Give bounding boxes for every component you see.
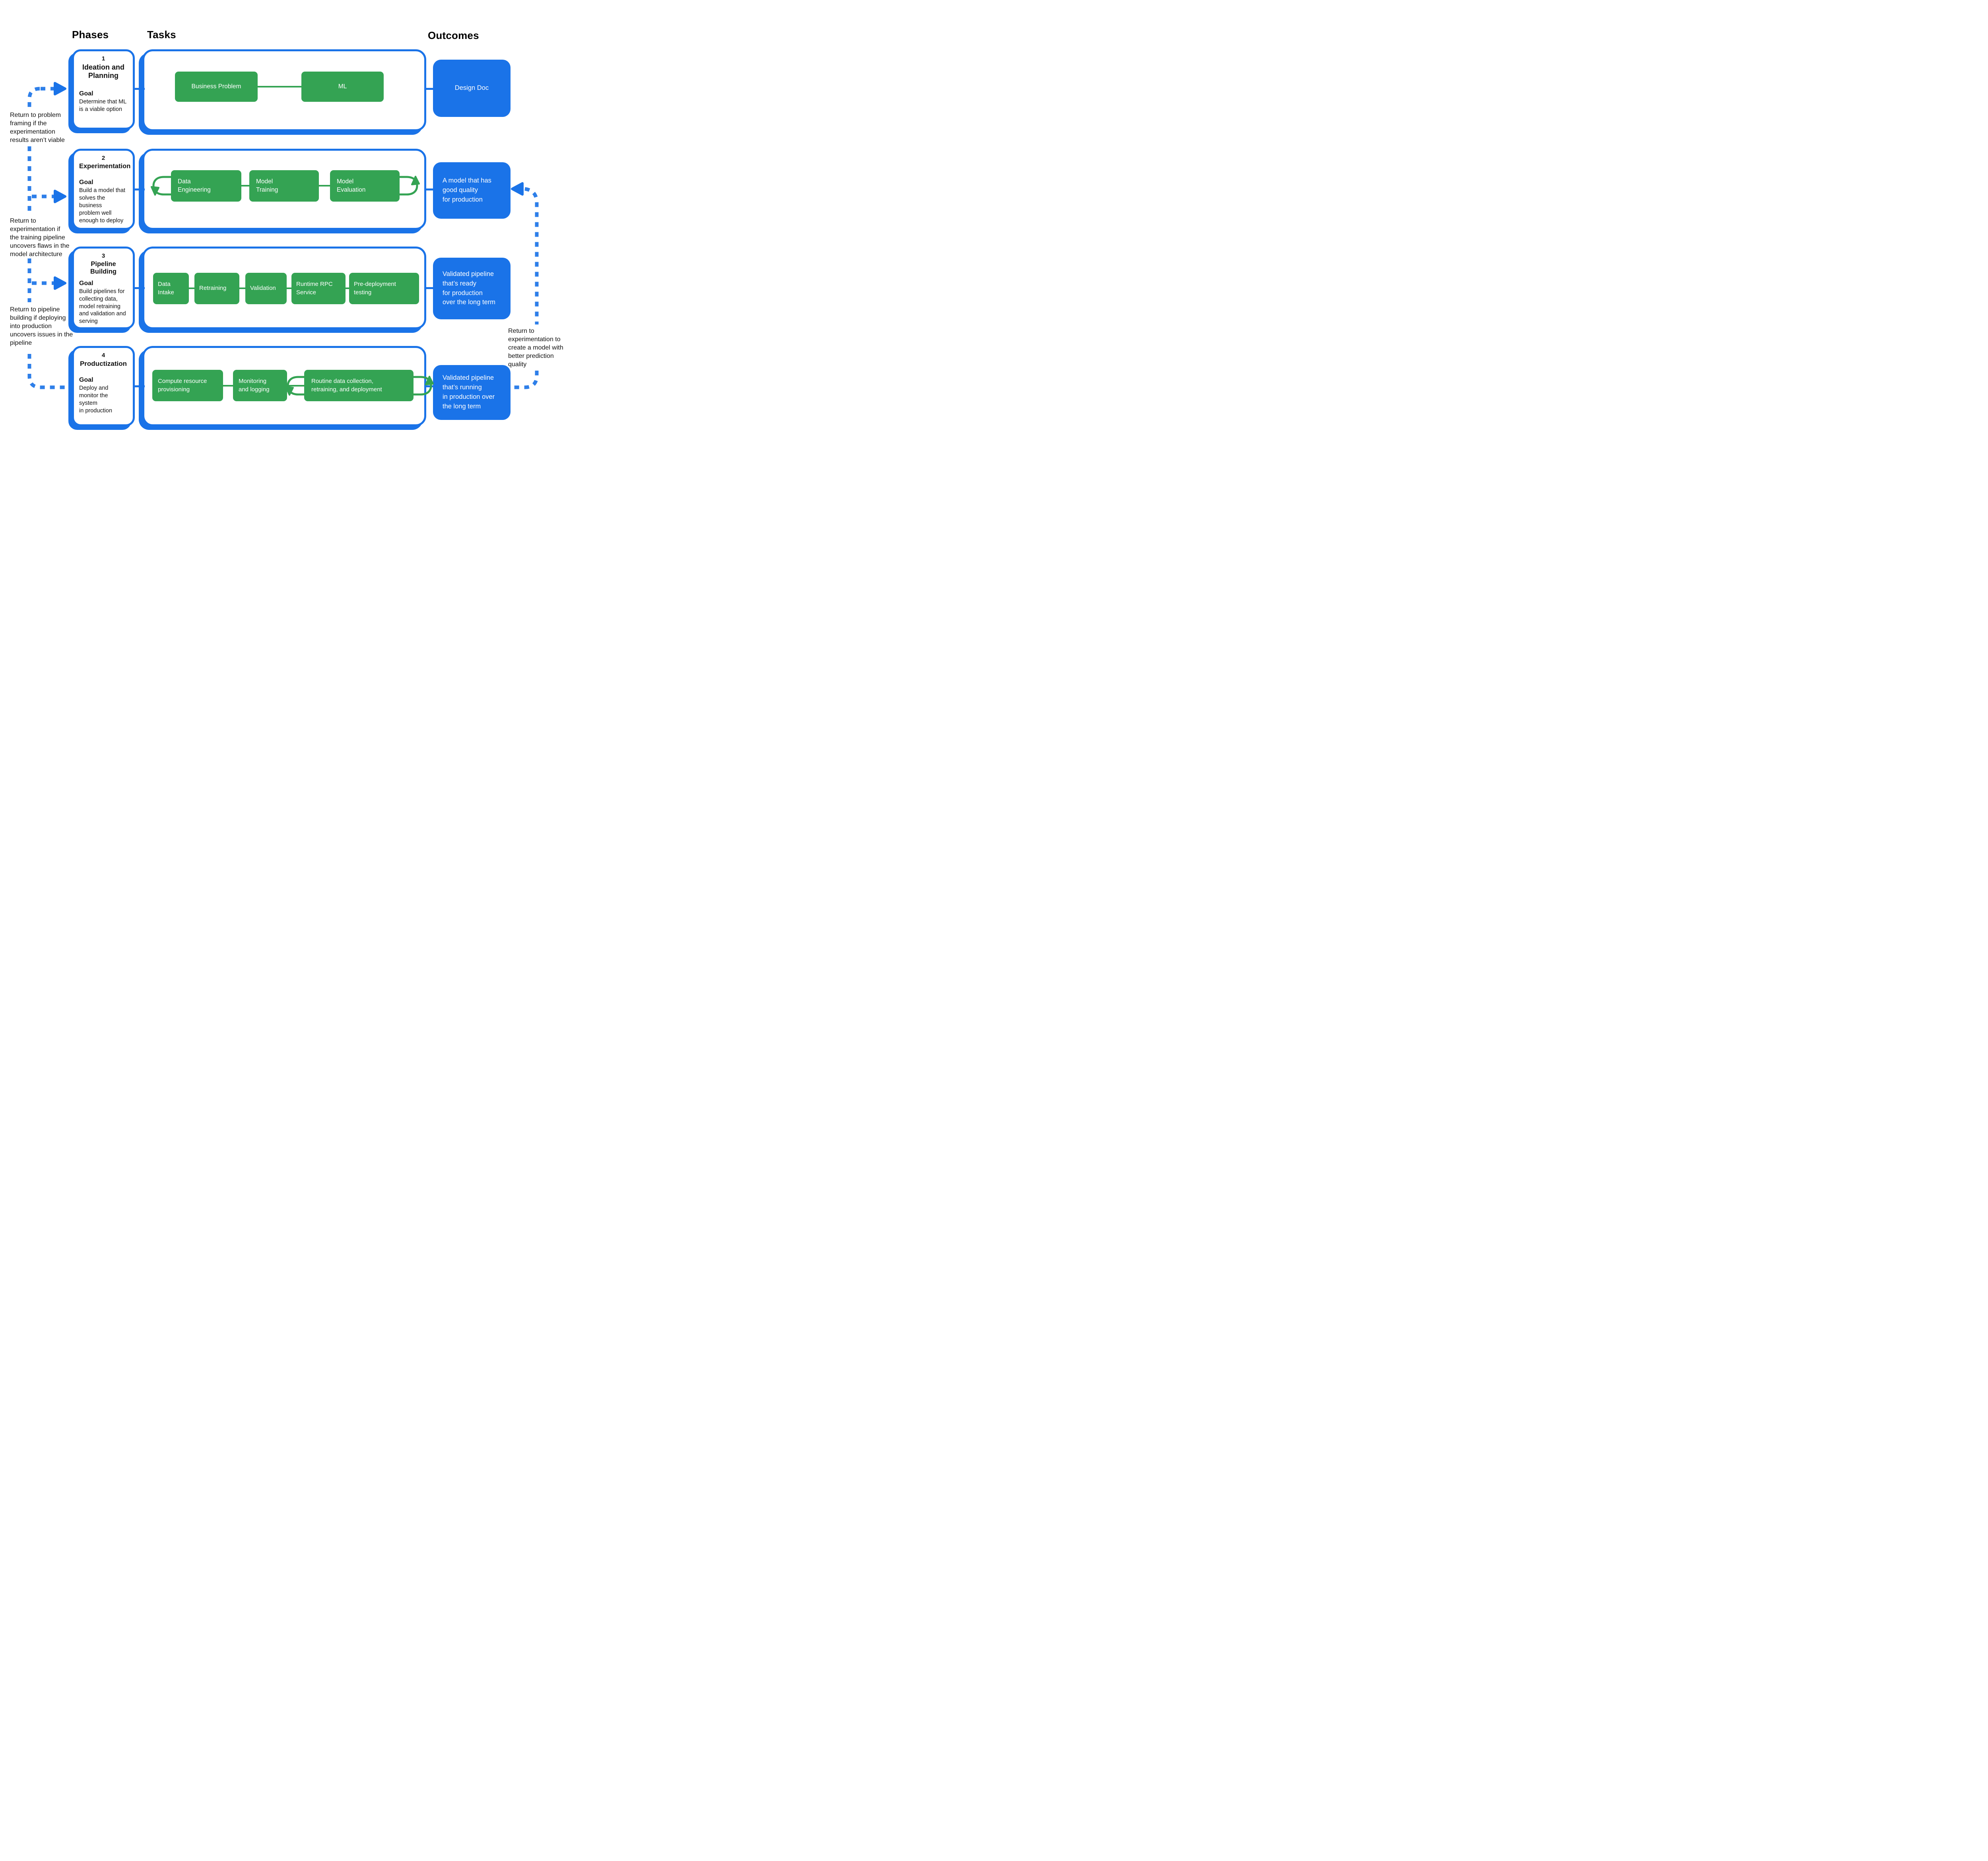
task-model-training: Model Training xyxy=(249,170,319,202)
connector-rpc-predeploy xyxy=(344,288,351,289)
connector-phase1-panel xyxy=(131,88,145,90)
task-validation: Validation xyxy=(245,273,287,304)
column-header-tasks: Tasks xyxy=(147,29,176,41)
task-monitoring-logging: Monitoring and logging xyxy=(233,370,287,401)
loop-arrowhead-right-row4 xyxy=(425,376,434,385)
goal-text: Deploy and monitor the system in product… xyxy=(79,385,113,414)
task-compute-provisioning: Compute resource provisioning xyxy=(152,370,223,401)
outcome-good-quality-model: A model that has good quality for produc… xyxy=(433,162,511,219)
phase-number: 4 xyxy=(101,352,105,359)
goal-label: Goal xyxy=(79,280,93,287)
left-feedback-line-bottom-curve xyxy=(27,354,68,389)
goal-label: Goal xyxy=(79,377,93,384)
connector-panel2-outcome xyxy=(425,188,434,190)
note-return-pipeline-building: Return to pipeline building if deploying… xyxy=(10,306,73,347)
phase-number: 2 xyxy=(101,155,105,161)
task-ml: ML xyxy=(301,72,384,102)
connector-business-problem-ml xyxy=(258,86,301,87)
goal-text: Build pipelines for collecting data, mod… xyxy=(79,288,126,325)
connector-panel3-outcome xyxy=(425,287,434,289)
connector-monitoring-routine xyxy=(285,385,306,387)
connector-retraining-validation xyxy=(237,288,247,289)
connector-validation-rpc xyxy=(285,288,293,289)
phase-number: 3 xyxy=(101,253,105,259)
task-model-evaluation: Model Evaluation xyxy=(330,170,400,202)
phase-box-pipeline-building: 3 Pipeline Building Goal Build pipelines… xyxy=(72,247,135,329)
outcome-validated-pipeline-ready: Validated pipeline that’s ready for prod… xyxy=(433,258,511,319)
column-header-outcomes: Outcomes xyxy=(428,29,479,41)
phase-box-ideation: 1 Ideation and Planning Goal Determine t… xyxy=(72,49,135,130)
right-feedback-line-top xyxy=(524,187,539,324)
task-predeployment-testing: Pre-deployment testing xyxy=(349,273,419,304)
connector-compute-monitoring xyxy=(221,385,235,387)
task-routine-collection: Routine data collection, retraining, and… xyxy=(304,370,414,401)
phase-number: 1 xyxy=(101,55,105,62)
phase-box-experimentation: 2 Experimentation Goal Build a model tha… xyxy=(72,149,135,230)
arrowhead-to-phase3 xyxy=(54,276,66,290)
task-business-problem: Business Problem xyxy=(175,72,258,102)
note-return-experimentation: Return to experimentation if the trainin… xyxy=(10,218,70,258)
phase-title: Experimentation xyxy=(79,163,131,170)
connector-dataeng-training xyxy=(239,185,252,186)
goal-label: Goal xyxy=(79,179,93,186)
task-data-intake: Data Intake xyxy=(153,273,189,304)
goal-text: Determine that ML is a viable option xyxy=(79,99,127,113)
phase-title: Pipeline Building xyxy=(90,260,116,276)
connector-training-evaluation xyxy=(316,185,332,186)
connector-phase2-panel xyxy=(131,188,145,190)
phase-title: Ideation and Planning xyxy=(82,63,124,80)
connector-intake-retraining xyxy=(187,288,196,289)
arrowhead-to-outcome2 xyxy=(511,182,524,196)
task-retraining: Retraining xyxy=(194,273,239,304)
ml-workflow-diagram: Phases Tasks Outcomes Business Problem M… xyxy=(0,0,564,465)
phase-box-productization: 4 Productization Goal Deploy and monitor… xyxy=(72,346,135,426)
task-data-engineering: Data Engineering xyxy=(171,170,241,202)
goal-text: Build a model that solves the business p… xyxy=(79,187,126,224)
task-runtime-rpc-service: Runtime RPC Service xyxy=(291,273,346,304)
right-feedback-line-bottom xyxy=(512,371,539,389)
connector-phase4-panel xyxy=(131,385,145,387)
phase-title: Productization xyxy=(80,360,127,367)
left-feedback-line-top-curve xyxy=(27,87,40,110)
arrowhead-to-phase2 xyxy=(54,190,66,203)
note-return-problem-framing: Return to problem framing if the experim… xyxy=(10,112,65,144)
goal-label: Goal xyxy=(79,90,93,97)
column-header-phases: Phases xyxy=(72,29,109,41)
connector-phase3-panel xyxy=(131,287,145,289)
outcome-validated-pipeline-running: Validated pipeline that’s running in pro… xyxy=(433,365,511,420)
note-return-experimentation-right: Return to experimentation to create a mo… xyxy=(508,328,563,368)
outcome-design-doc: Design Doc xyxy=(433,60,511,117)
connector-panel1-outcome xyxy=(425,88,434,90)
arrowhead-to-phase1 xyxy=(54,82,66,95)
